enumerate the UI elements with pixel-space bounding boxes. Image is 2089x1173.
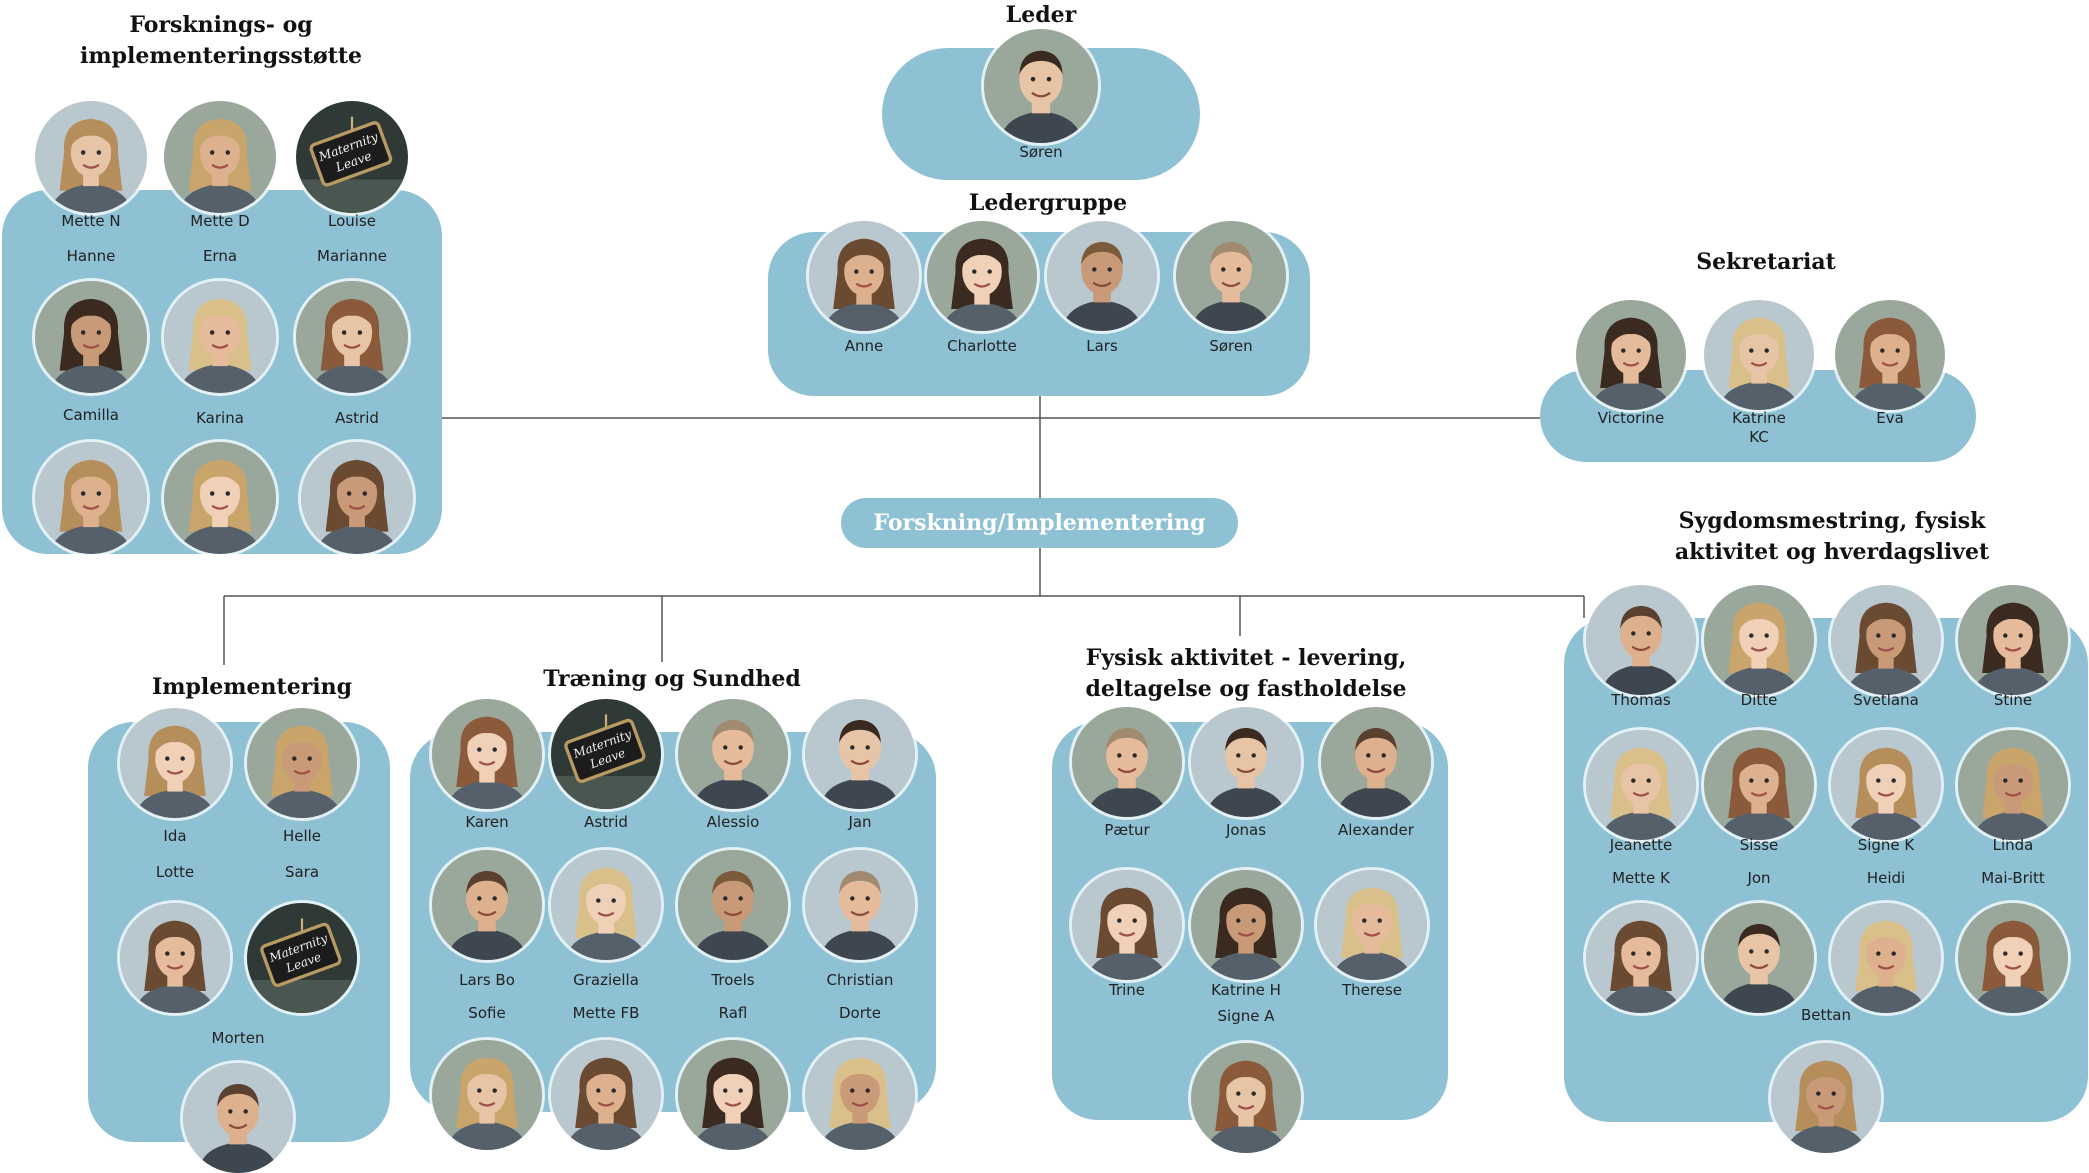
man-photo bbox=[1704, 903, 1814, 1013]
man-photo bbox=[1321, 707, 1431, 817]
group-heading-ledergruppe: Ledergruppe bbox=[968, 190, 1128, 216]
woman-photo bbox=[1191, 870, 1301, 980]
man-photo bbox=[1047, 221, 1157, 331]
woman-photo bbox=[1576, 300, 1686, 410]
maternity-leave-sign: Maternity Leave bbox=[296, 101, 408, 213]
woman-photo bbox=[1831, 585, 1941, 695]
man-photo bbox=[1176, 221, 1286, 331]
woman-photo bbox=[1958, 730, 2068, 840]
woman-photo bbox=[120, 903, 230, 1013]
maternity-leave-sign: Maternity Leave bbox=[551, 699, 661, 809]
group-heading-traening: Træning og Sundhed bbox=[543, 666, 801, 692]
woman-photo bbox=[809, 221, 919, 331]
group-heading-sekretariat: Sekretariat bbox=[1696, 249, 1836, 275]
woman-photo bbox=[35, 101, 147, 213]
woman-photo bbox=[551, 1040, 661, 1150]
woman-photo bbox=[247, 708, 357, 818]
hub-badge: Forskning/Implementering bbox=[841, 498, 1238, 548]
man-photo bbox=[1191, 707, 1301, 817]
woman-photo bbox=[432, 1040, 542, 1150]
man-photo bbox=[183, 1063, 293, 1173]
woman-photo bbox=[35, 442, 147, 554]
woman-photo bbox=[1072, 870, 1182, 980]
man-photo bbox=[678, 699, 788, 809]
group-heading-sygdom: Sygdomsmestring, fysisk aktivitet og hve… bbox=[1674, 508, 1990, 565]
woman-photo bbox=[1831, 730, 1941, 840]
man-photo bbox=[1586, 585, 1696, 695]
woman-photo bbox=[164, 281, 276, 393]
man-photo bbox=[805, 850, 915, 960]
woman-photo bbox=[805, 1040, 915, 1150]
woman-photo bbox=[1704, 300, 1814, 410]
woman-photo bbox=[164, 101, 276, 213]
woman-photo bbox=[678, 1040, 788, 1150]
group-heading-forskningsstotte: Forsknings- og implementeringsstøtte bbox=[79, 12, 363, 69]
man-photo bbox=[678, 850, 788, 960]
man-photo bbox=[1072, 707, 1182, 817]
group-heading-leder: Leder bbox=[1005, 2, 1077, 28]
woman-photo bbox=[1958, 903, 2068, 1013]
woman-photo bbox=[1835, 300, 1945, 410]
woman-photo bbox=[1586, 903, 1696, 1013]
woman-photo bbox=[35, 281, 147, 393]
hub-label: Forskning/Implementering bbox=[873, 510, 1206, 536]
maternity-leave-sign: Maternity Leave bbox=[247, 903, 357, 1013]
woman-photo bbox=[1831, 903, 1941, 1013]
woman-photo bbox=[1704, 730, 1814, 840]
woman-photo bbox=[164, 442, 276, 554]
woman-photo bbox=[1317, 870, 1427, 980]
woman-photo bbox=[296, 281, 408, 393]
woman-photo bbox=[1704, 585, 1814, 695]
woman-photo bbox=[1958, 585, 2068, 695]
woman-photo bbox=[432, 699, 542, 809]
woman-photo bbox=[1586, 730, 1696, 840]
woman-photo bbox=[927, 221, 1037, 331]
woman-photo bbox=[1771, 1043, 1881, 1153]
woman-photo bbox=[301, 442, 413, 554]
man-photo bbox=[432, 850, 542, 960]
woman-photo bbox=[1191, 1043, 1301, 1153]
man-photo bbox=[984, 29, 1098, 143]
group-panel-sygdom bbox=[1564, 618, 2088, 1122]
group-heading-fysisk: Fysisk aktivitet - levering, deltagelse … bbox=[1085, 645, 1407, 702]
man-photo bbox=[805, 699, 915, 809]
woman-photo bbox=[551, 850, 661, 960]
group-heading-implementering: Implementering bbox=[151, 674, 353, 700]
woman-photo bbox=[120, 708, 230, 818]
